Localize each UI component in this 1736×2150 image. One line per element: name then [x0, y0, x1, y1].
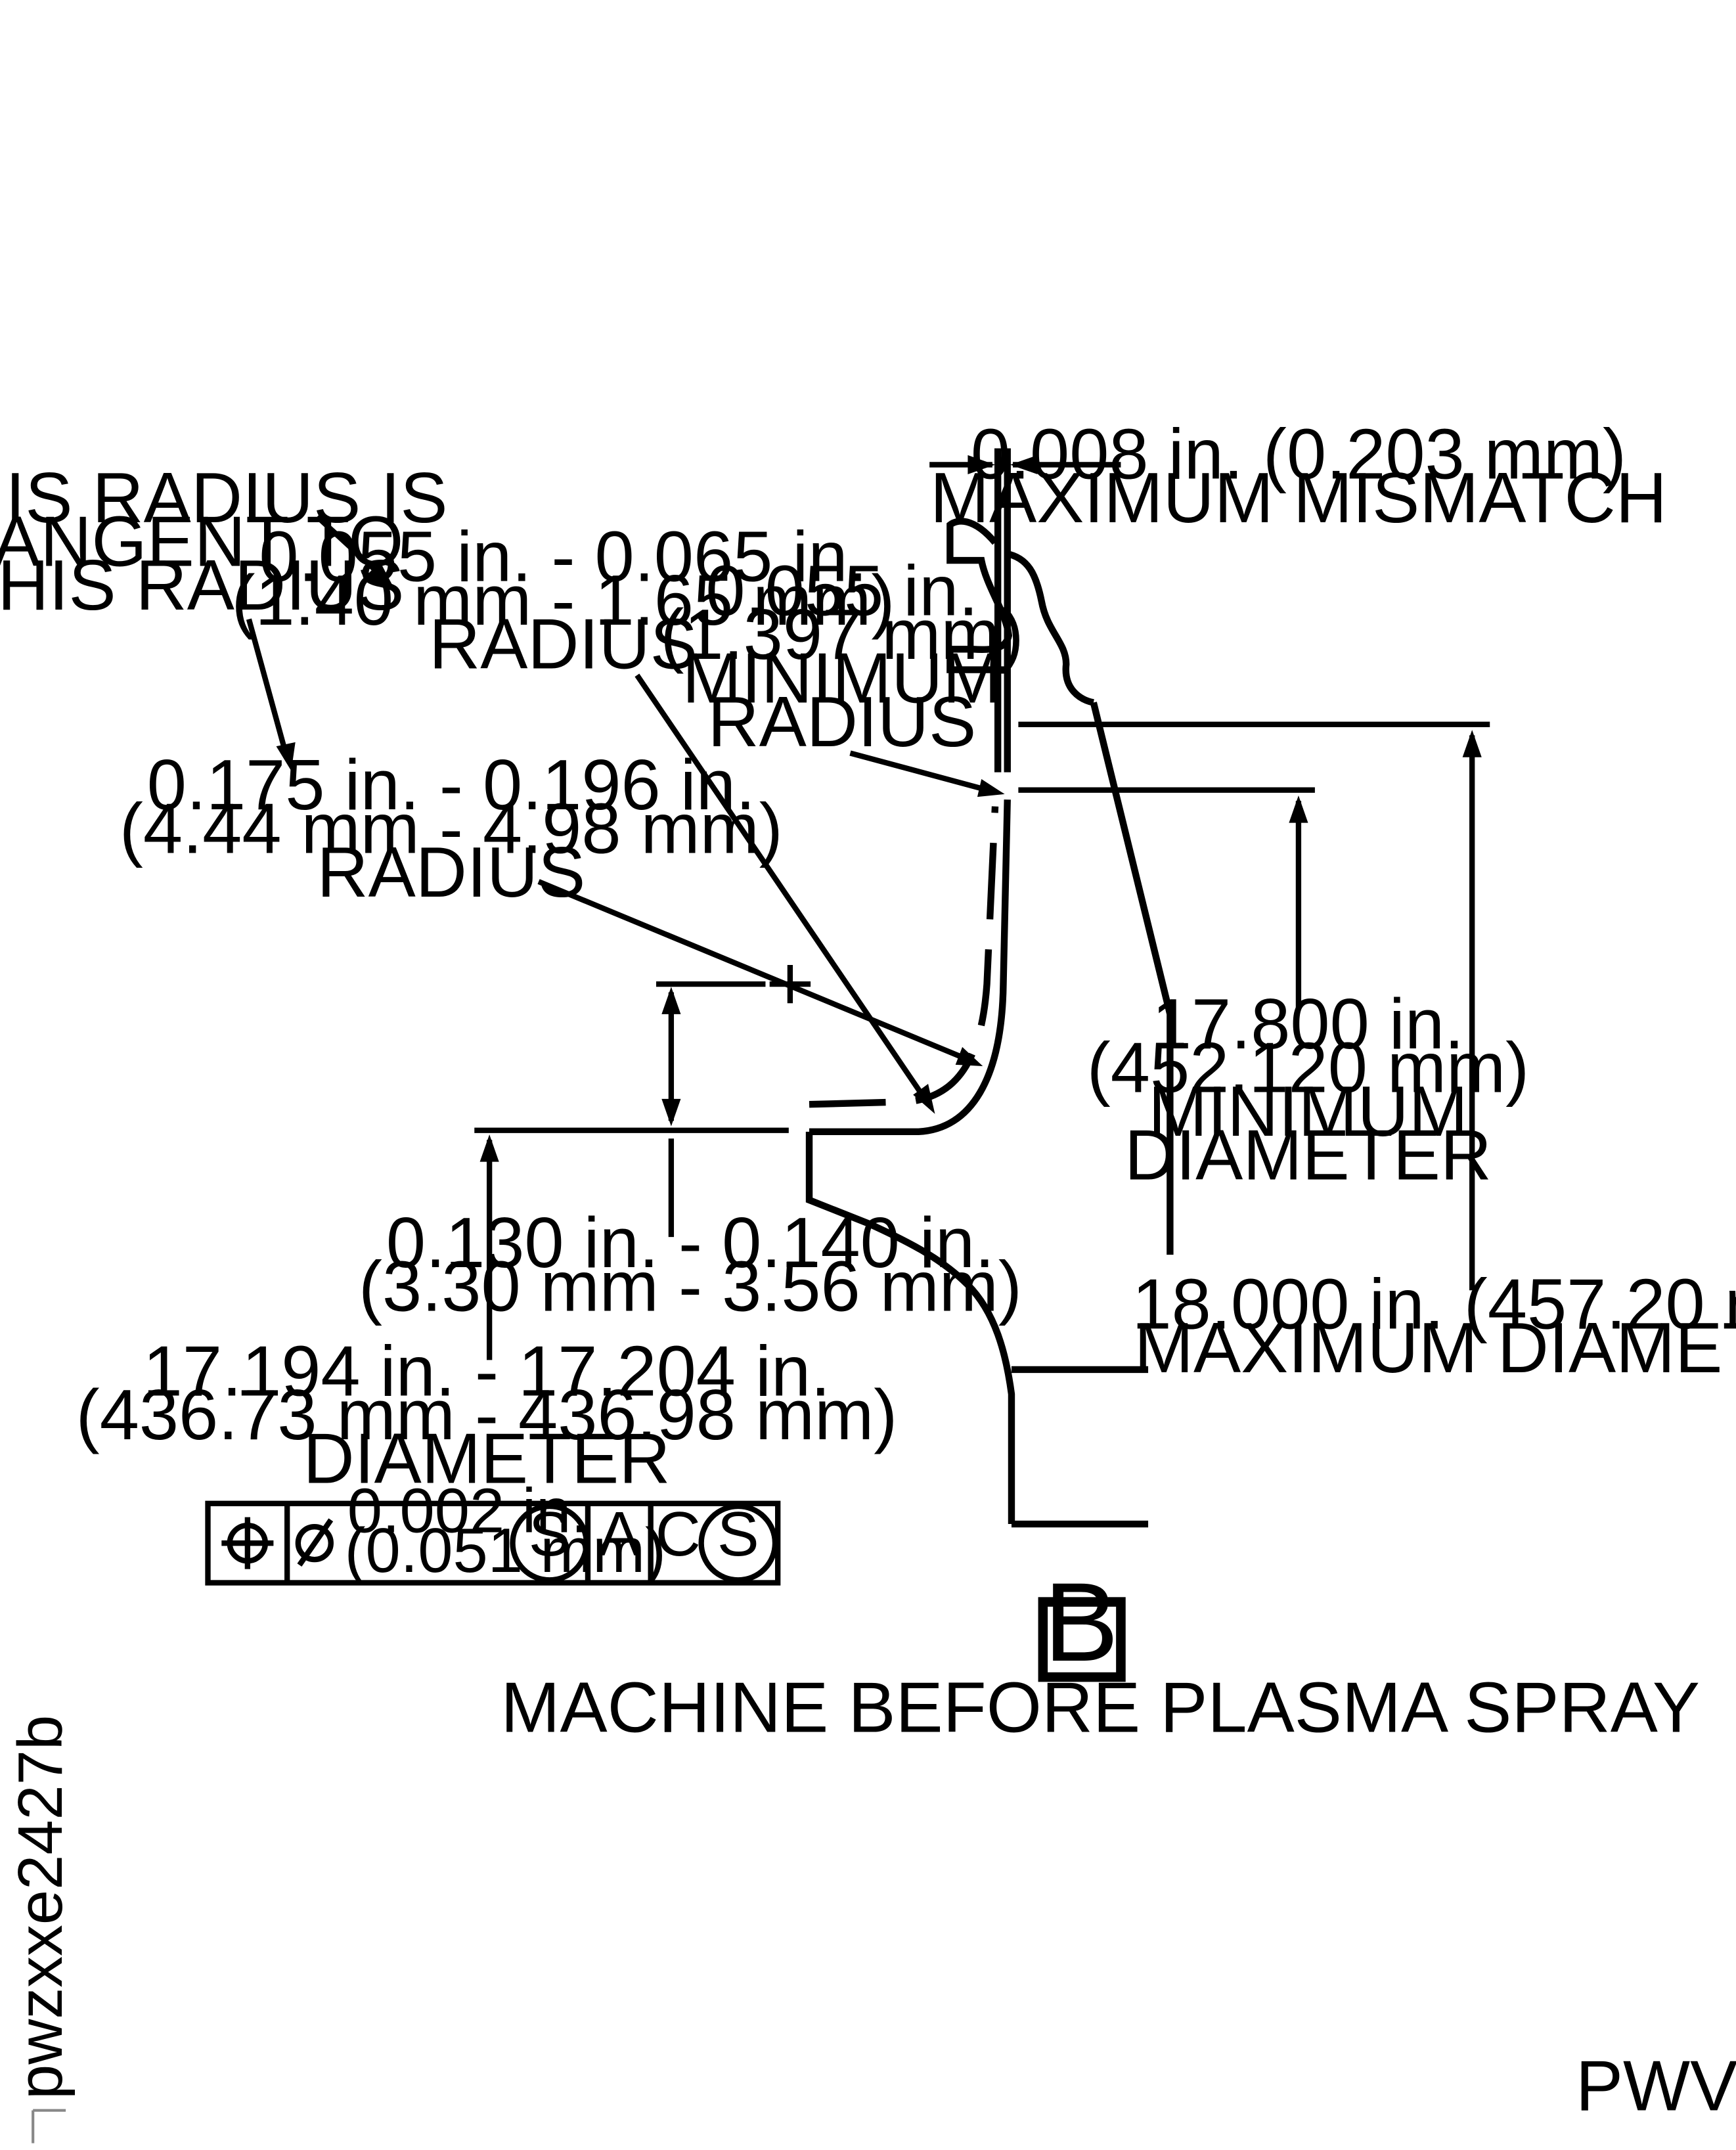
position-icon — [221, 1517, 274, 1569]
min-diameter-value: 17.800 in. — [1152, 984, 1464, 1064]
min-radius-callout: 0.055 in. (1.397 mm) MINIMUM RADIUS — [660, 550, 1024, 797]
fcf-tolerance: 0.002 in. — [347, 1476, 589, 1546]
diameter-label: DIAMETER — [303, 1419, 670, 1498]
min-diameter-label-1: MINIMUM — [1148, 1071, 1468, 1151]
diameter-icon — [295, 1518, 334, 1567]
max-diameter-value: 18.000 in. (457.20 mm) — [1132, 1264, 1736, 1343]
min-radius-label-2: RADIUS — [708, 682, 977, 761]
figure-id: pwzxxe2427b — [5, 1715, 76, 2099]
radius-b-label: RADIUS — [317, 832, 585, 912]
step-dimension: 0.130 in. - 0.140 in. (3.30 mm - 3.56 mm… — [359, 981, 1022, 1326]
fcf-datum-c-modifier: S — [717, 1499, 759, 1569]
corner-code: PWV — [1576, 2046, 1736, 2126]
mismatch-caption: MAXIMUM MISMATCH — [930, 458, 1667, 537]
fcf-datum-c: C — [656, 1499, 701, 1569]
radius-b-metric: (4.44 mm - 4.98 mm) — [120, 788, 783, 868]
min-diameter-label-2: DIAMETER — [1124, 1115, 1492, 1195]
radius-a-value: 0.055 in. - 0.065 in. — [259, 516, 867, 596]
min-radius-metric: (1.397 mm) — [660, 594, 1023, 674]
fcf-datum-a: A — [598, 1499, 640, 1569]
feature-control-frame: 0.002 in. (0.051 mm) S A C S — [205, 1476, 781, 1586]
tangent-line-3: THIS RADIUS — [0, 545, 404, 625]
min-diameter-dimension: 17.800 in. (452.120 mm) MINIMUM DIAMETER — [1018, 787, 1529, 1195]
fcf-modifier: S — [529, 1499, 571, 1569]
fcf-tolerance-metric: (0.051 mm) — [345, 1515, 666, 1586]
mismatch-dimension: 0.008 in. (0.203 mm) MAXIMUM MISMATCH — [929, 414, 1667, 537]
diameter-metric: (436.73 mm - 436.98 mm) — [76, 1375, 898, 1454]
tangent-line-2: TANGENT TO — [0, 501, 403, 581]
max-diameter-dimension: 18.000 in. (457.20 mm) MAXIMUM DIAMETER — [1018, 721, 1736, 1387]
min-radius-label-1: MINIMUM — [682, 638, 1002, 717]
tangent-note: THIS RADIUS IS TANGENT TO THIS RADIUS — [0, 458, 448, 771]
part-outline — [805, 448, 1174, 1528]
radius-a-label: RADIUS — [429, 604, 698, 683]
figure-id-block: pwzxxe2427b — [5, 1715, 76, 2143]
radius-b-value: 0.175 in. - 0.196 in. — [147, 745, 755, 824]
min-radius-value: 0.055 in. — [705, 550, 978, 630]
tangent-line-1: THIS RADIUS IS — [0, 458, 448, 537]
rfs-circle-icon — [698, 1503, 778, 1583]
diameter-dimension: 17.194 in. - 17.204 in. (436.73 mm - 436… — [76, 1134, 898, 1498]
mismatch-value: 0.008 in. (0.203 mm) — [971, 414, 1626, 493]
diameter-value: 17.194 in. - 17.204 in. — [143, 1331, 831, 1410]
radius-a-callout: 0.055 in. - 0.065 in. (1.40 mm - 1.65 mm… — [232, 516, 935, 1114]
step-metric: (3.30 mm - 3.56 mm) — [359, 1246, 1022, 1326]
radius-b-callout: 0.175 in. - 0.196 in. (4.44 mm - 4.98 mm… — [120, 745, 983, 1066]
view-letter: B — [1044, 1560, 1119, 1685]
rfs-circle-icon — [510, 1503, 590, 1583]
view-label: B MACHINE BEFORE PLASMA SPRAY — [501, 1560, 1700, 1747]
max-diameter-label: MAXIMUM DIAMETER — [1134, 1308, 1736, 1387]
min-diameter-metric: (452.120 mm) — [1087, 1028, 1529, 1108]
radius-a-metric: (1.40 mm - 1.65 mm) — [232, 560, 895, 640]
caption: MACHINE BEFORE PLASMA SPRAY — [501, 1667, 1700, 1747]
